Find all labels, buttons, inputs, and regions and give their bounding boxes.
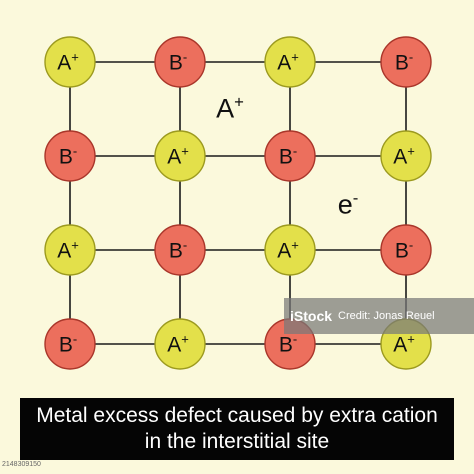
cation-ion-2-2: A+ [264, 224, 316, 276]
ion-circle [264, 224, 316, 276]
ion-label: B- [395, 50, 413, 75]
stock-image-id: 2148309150 [2, 461, 41, 468]
cation-ion-0-2: A+ [264, 36, 316, 88]
anion-ion-1-0: B- [44, 130, 96, 182]
ion-circle [264, 130, 316, 182]
ion-circle [380, 130, 432, 182]
cation-ion-2-0: A+ [44, 224, 96, 276]
watermark-credit: Credit: Jonas Reuel [338, 310, 435, 322]
anion-ion-2-1: B- [154, 224, 206, 276]
ion-label: A+ [277, 238, 299, 263]
ion-label: A+ [393, 332, 415, 357]
anion-ion-0-3: B- [380, 36, 432, 88]
ion-label: A+ [393, 144, 415, 169]
ion-circle [154, 318, 206, 370]
ion-circle [44, 130, 96, 182]
ion-circle [380, 36, 432, 88]
ion-label: A+ [167, 332, 189, 357]
ion-circle [154, 224, 206, 276]
istock-logo: iStock [290, 308, 333, 324]
cation-ion-0-0: A+ [44, 36, 96, 88]
ion-circle [154, 130, 206, 182]
ion-label: A+ [167, 144, 189, 169]
anion-ion-1-2: B- [264, 130, 316, 182]
ion-label: B- [395, 238, 413, 263]
cation-ion-3-1: A+ [154, 318, 206, 370]
ion-label: A+ [277, 50, 299, 75]
ion-circle [44, 224, 96, 276]
ion-label: B- [279, 144, 297, 169]
cation-ion-1-3: A+ [380, 130, 432, 182]
stock-watermark: iStock Credit: Jonas Reuel [284, 298, 474, 334]
ion-label: B- [59, 144, 77, 169]
anion-ion-0-1: B- [154, 36, 206, 88]
anion-ion-2-3: B- [380, 224, 432, 276]
ion-circle [264, 36, 316, 88]
interstitial-cation-label: A+ [216, 92, 244, 123]
ion-label: A+ [57, 50, 79, 75]
cation-ion-1-1: A+ [154, 130, 206, 182]
defect-species: A+ e- [216, 92, 358, 219]
ion-circle [44, 36, 96, 88]
free-electron-label: e- [338, 188, 359, 219]
ion-circle [154, 36, 206, 88]
ion-label: B- [169, 50, 187, 75]
diagram-caption: Metal excess defect caused by extra cati… [20, 398, 454, 460]
anion-ion-3-0: B- [44, 318, 96, 370]
ion-label: A+ [57, 238, 79, 263]
ion-circle [380, 224, 432, 276]
ion-label: B- [59, 332, 77, 357]
ion-label: B- [169, 238, 187, 263]
ion-label: B- [279, 332, 297, 357]
ion-circle [44, 318, 96, 370]
